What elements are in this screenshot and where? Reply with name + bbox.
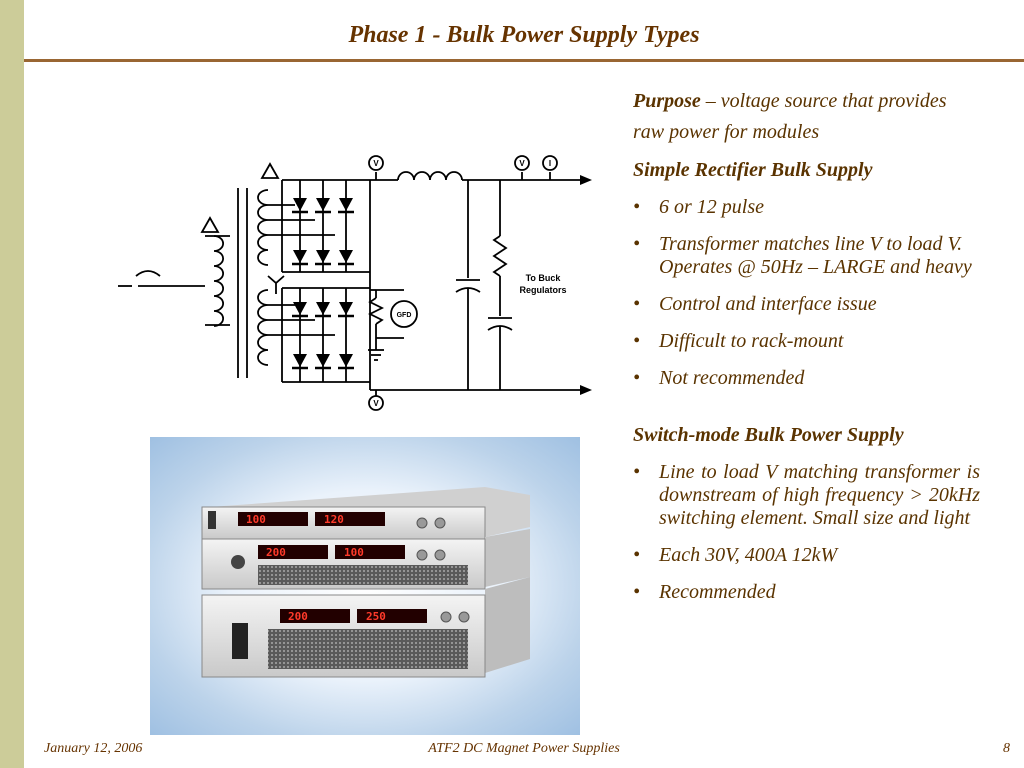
list-item: Each 30V, 400A 12kW (633, 544, 980, 567)
power-supply-photo: 100 120 200 100 200 250 (150, 437, 580, 735)
display-readout: 100 (246, 513, 266, 526)
meter-v-label: V (519, 159, 525, 168)
list-item: Line to load V matching transformer is d… (633, 461, 980, 530)
purpose-paragraph: Purpose – voltage source that provides r… (633, 86, 980, 148)
list-item: Difficult to rack-mount (633, 330, 980, 353)
content-text-column: Purpose – voltage source that provides r… (633, 86, 980, 618)
buck-label-line2: Regulators (519, 285, 566, 295)
list-item: Not recommended (633, 367, 980, 390)
section1-bullet-list: 6 or 12 pulse Transformer matches line V… (633, 196, 980, 390)
section1-heading: Simple Rectifier Bulk Supply (633, 159, 873, 181)
slide-title: Phase 1 - Bulk Power Supply Types (348, 22, 700, 48)
meter-v-label: V (373, 399, 379, 408)
display-readout: 120 (324, 513, 344, 526)
buck-label-line1: To Buck (526, 273, 562, 283)
display-readout: 200 (288, 610, 308, 623)
section2-bullet-list: Line to load V matching transformer is d… (633, 461, 980, 604)
left-accent-bar (0, 0, 24, 768)
display-readout: 200 (266, 546, 286, 559)
display-readout: 250 (366, 610, 386, 623)
section-spacer (633, 404, 980, 424)
footer-title: ATF2 DC Magnet Power Supplies (428, 741, 620, 756)
purpose-label: Purpose (633, 90, 701, 112)
footer-date: January 12, 2006 (44, 741, 143, 756)
list-item: Transformer matches line V to load V. Op… (633, 233, 980, 279)
page-number: 8 (1003, 741, 1010, 756)
list-item: 6 or 12 pulse (633, 196, 980, 219)
purpose-text: – voltage source that provides raw power… (633, 90, 947, 143)
section2-heading: Switch-mode Bulk Power Supply (633, 424, 904, 446)
title-divider (24, 59, 1024, 62)
meter-i-label: I (549, 159, 551, 168)
rectifier-circuit-diagram: V V I V GFD To Buck Regulators (118, 155, 592, 411)
gfd-label: GFD (397, 312, 412, 319)
list-item: Recommended (633, 581, 980, 604)
list-item: Control and interface issue (633, 293, 980, 316)
power-supply-units-image: 100 120 200 100 200 250 (201, 487, 530, 678)
display-readout: 100 (344, 546, 364, 559)
meter-v-label: V (373, 159, 379, 168)
